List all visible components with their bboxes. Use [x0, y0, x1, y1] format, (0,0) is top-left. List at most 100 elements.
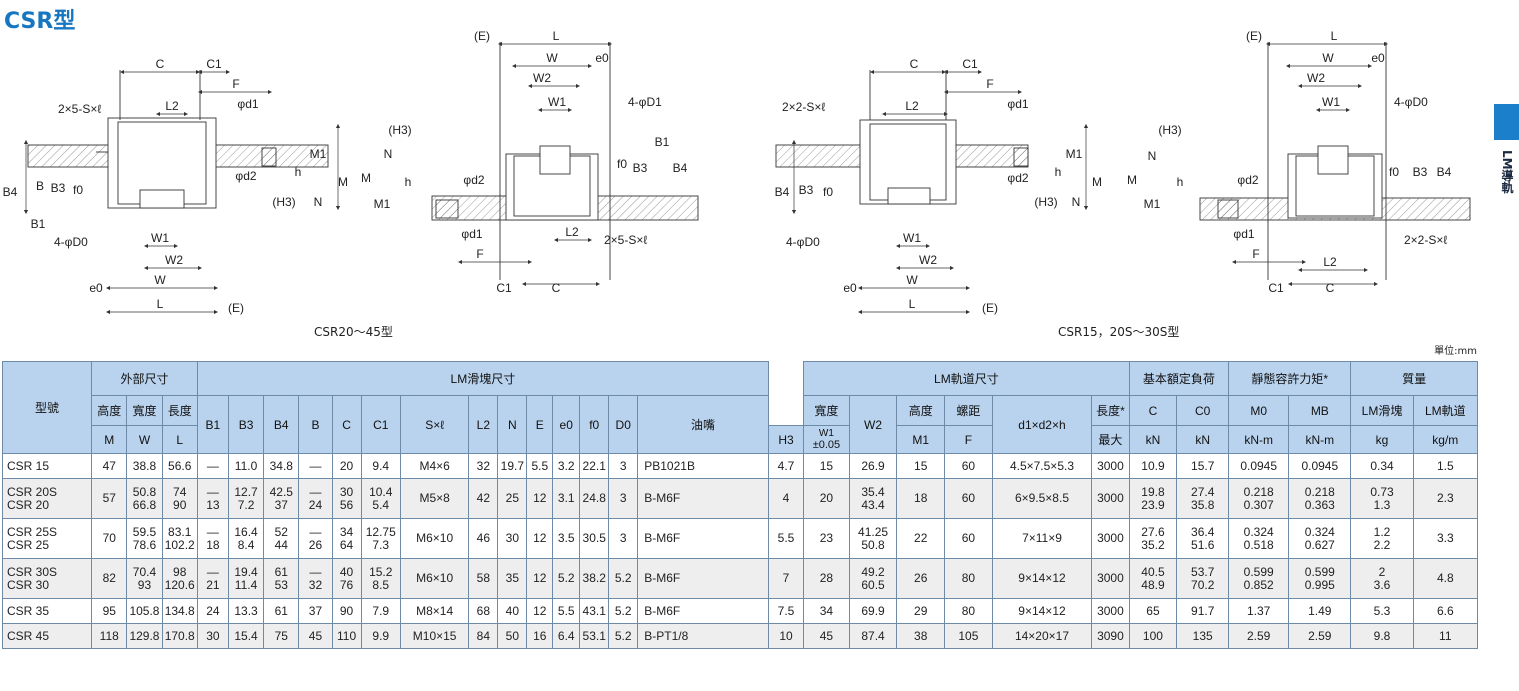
- cell-c0: 91.7: [1176, 598, 1230, 624]
- cell-b: 37: [298, 598, 333, 624]
- drawing-label: B4: [673, 161, 688, 175]
- cell-b: —32: [298, 558, 333, 599]
- cell-w1: 23: [803, 518, 850, 559]
- unit-kg: kg: [1350, 425, 1414, 454]
- cell-w1: 45: [803, 623, 850, 649]
- header-gap: [767, 361, 805, 426]
- drawing-label: f0: [617, 157, 627, 171]
- drawing-label: W2: [919, 253, 937, 267]
- cell-e: 12: [526, 558, 554, 599]
- header-sym-l: L: [161, 425, 198, 454]
- cell-value: 24: [308, 497, 323, 512]
- cell-value: 75: [274, 628, 288, 643]
- cell-value: 9.4: [372, 458, 390, 473]
- cell-value: 135: [1192, 628, 1213, 643]
- drawing-label: C1: [496, 281, 512, 295]
- drawing-label: M: [338, 175, 348, 189]
- cell-value: 0.218: [1304, 484, 1335, 499]
- cell-l2: 32: [468, 453, 499, 479]
- drawing-label: (H3): [388, 123, 411, 137]
- cell-value: —: [206, 564, 219, 579]
- cell-b3: 11.0: [227, 453, 265, 479]
- cell-value: 5.4: [372, 497, 390, 512]
- drawing-label: W1: [548, 95, 566, 109]
- cell-value: 102.2: [164, 537, 195, 552]
- header-max: 最大: [1091, 425, 1130, 454]
- cell-e0: 6.4: [552, 623, 581, 649]
- header-e0: e0: [552, 395, 581, 454]
- cell-value: 40: [339, 564, 354, 579]
- cell-b: —24: [298, 478, 333, 519]
- header-w2: W2: [848, 395, 898, 454]
- header-max-length: 長度*: [1091, 395, 1130, 426]
- drawing-label: F: [476, 247, 483, 261]
- cell-c1: 9.9: [360, 623, 401, 649]
- drawing-label: C1: [962, 57, 978, 71]
- cell-maxlen: 3000: [1091, 558, 1130, 599]
- cell-m1: 15: [896, 453, 946, 479]
- cell-maxlen: 3000: [1091, 518, 1130, 559]
- cell-value: 129.8: [129, 628, 160, 643]
- cell-value: 52: [274, 524, 288, 539]
- cell-value: CSR 20: [7, 497, 50, 512]
- cell-value: 2: [1378, 564, 1386, 579]
- caption-csr20-45: CSR20～45型: [314, 325, 393, 339]
- cell-value: 60.5: [861, 577, 885, 592]
- cell-b3: 15.4: [227, 623, 265, 649]
- cell-value: —: [206, 458, 219, 473]
- cell-value: 93: [137, 577, 152, 592]
- cell-value: 0.363: [1304, 497, 1335, 512]
- drawing-label: (E): [474, 30, 490, 43]
- header-ma: M0: [1228, 395, 1290, 426]
- unit-kg-m: kg/m: [1412, 425, 1479, 454]
- cell-n: 25: [497, 478, 528, 519]
- cell-value: 90: [339, 603, 354, 618]
- header-b3: B3: [227, 395, 265, 454]
- drawing-shape: [539, 145, 571, 175]
- cell-value: 0.995: [1304, 577, 1335, 592]
- cell-b: 45: [298, 623, 333, 649]
- header-mass-rail: LM軌道: [1412, 395, 1479, 426]
- header-height: 高度: [91, 395, 128, 426]
- header-c0: C0: [1176, 395, 1230, 426]
- cell-value: 12.7: [234, 484, 258, 499]
- cell-value: 69.9: [861, 603, 885, 618]
- cell-value: CSR 25: [7, 537, 50, 552]
- cell-w2: 69.9: [848, 598, 898, 624]
- cell-l2: 58: [468, 558, 499, 599]
- header-rail-width: 寬度: [803, 395, 850, 426]
- cell-f: 105: [944, 623, 993, 649]
- drawing-label: 2×2-S×ℓ: [782, 100, 825, 114]
- cell-mb: 1.49: [1288, 598, 1352, 624]
- drawing-label: L2: [1323, 255, 1337, 269]
- cell-mass-rail: 3.3: [1412, 518, 1479, 559]
- header-c-load: C: [1128, 395, 1178, 426]
- cell-value: 10.9: [1141, 458, 1165, 473]
- drawing-label: B3: [1413, 165, 1428, 179]
- cell-maxlen: 3090: [1091, 623, 1130, 649]
- cell-value: 76: [339, 577, 354, 592]
- drawing-label: B3: [799, 183, 814, 197]
- cell-value: 44: [274, 537, 288, 552]
- caption-csr15-30s: CSR15，20S～30S型: [1058, 325, 1180, 339]
- drawing-label: e0: [843, 281, 857, 295]
- drawing-label: W: [154, 273, 166, 287]
- cell-b1: —21: [196, 558, 229, 599]
- header-length: 長度: [161, 395, 198, 426]
- cell-l2: 68: [468, 598, 499, 624]
- cell-b1: —: [196, 453, 229, 479]
- section-tab[interactable]: [1494, 104, 1519, 140]
- cell-c-load: 100: [1128, 623, 1178, 649]
- header-d0: D0: [608, 395, 639, 454]
- cell-value: 34: [339, 524, 354, 539]
- header-w1-tolerance: ±0.05: [812, 439, 841, 451]
- cell-grease: B-M6F: [637, 518, 769, 559]
